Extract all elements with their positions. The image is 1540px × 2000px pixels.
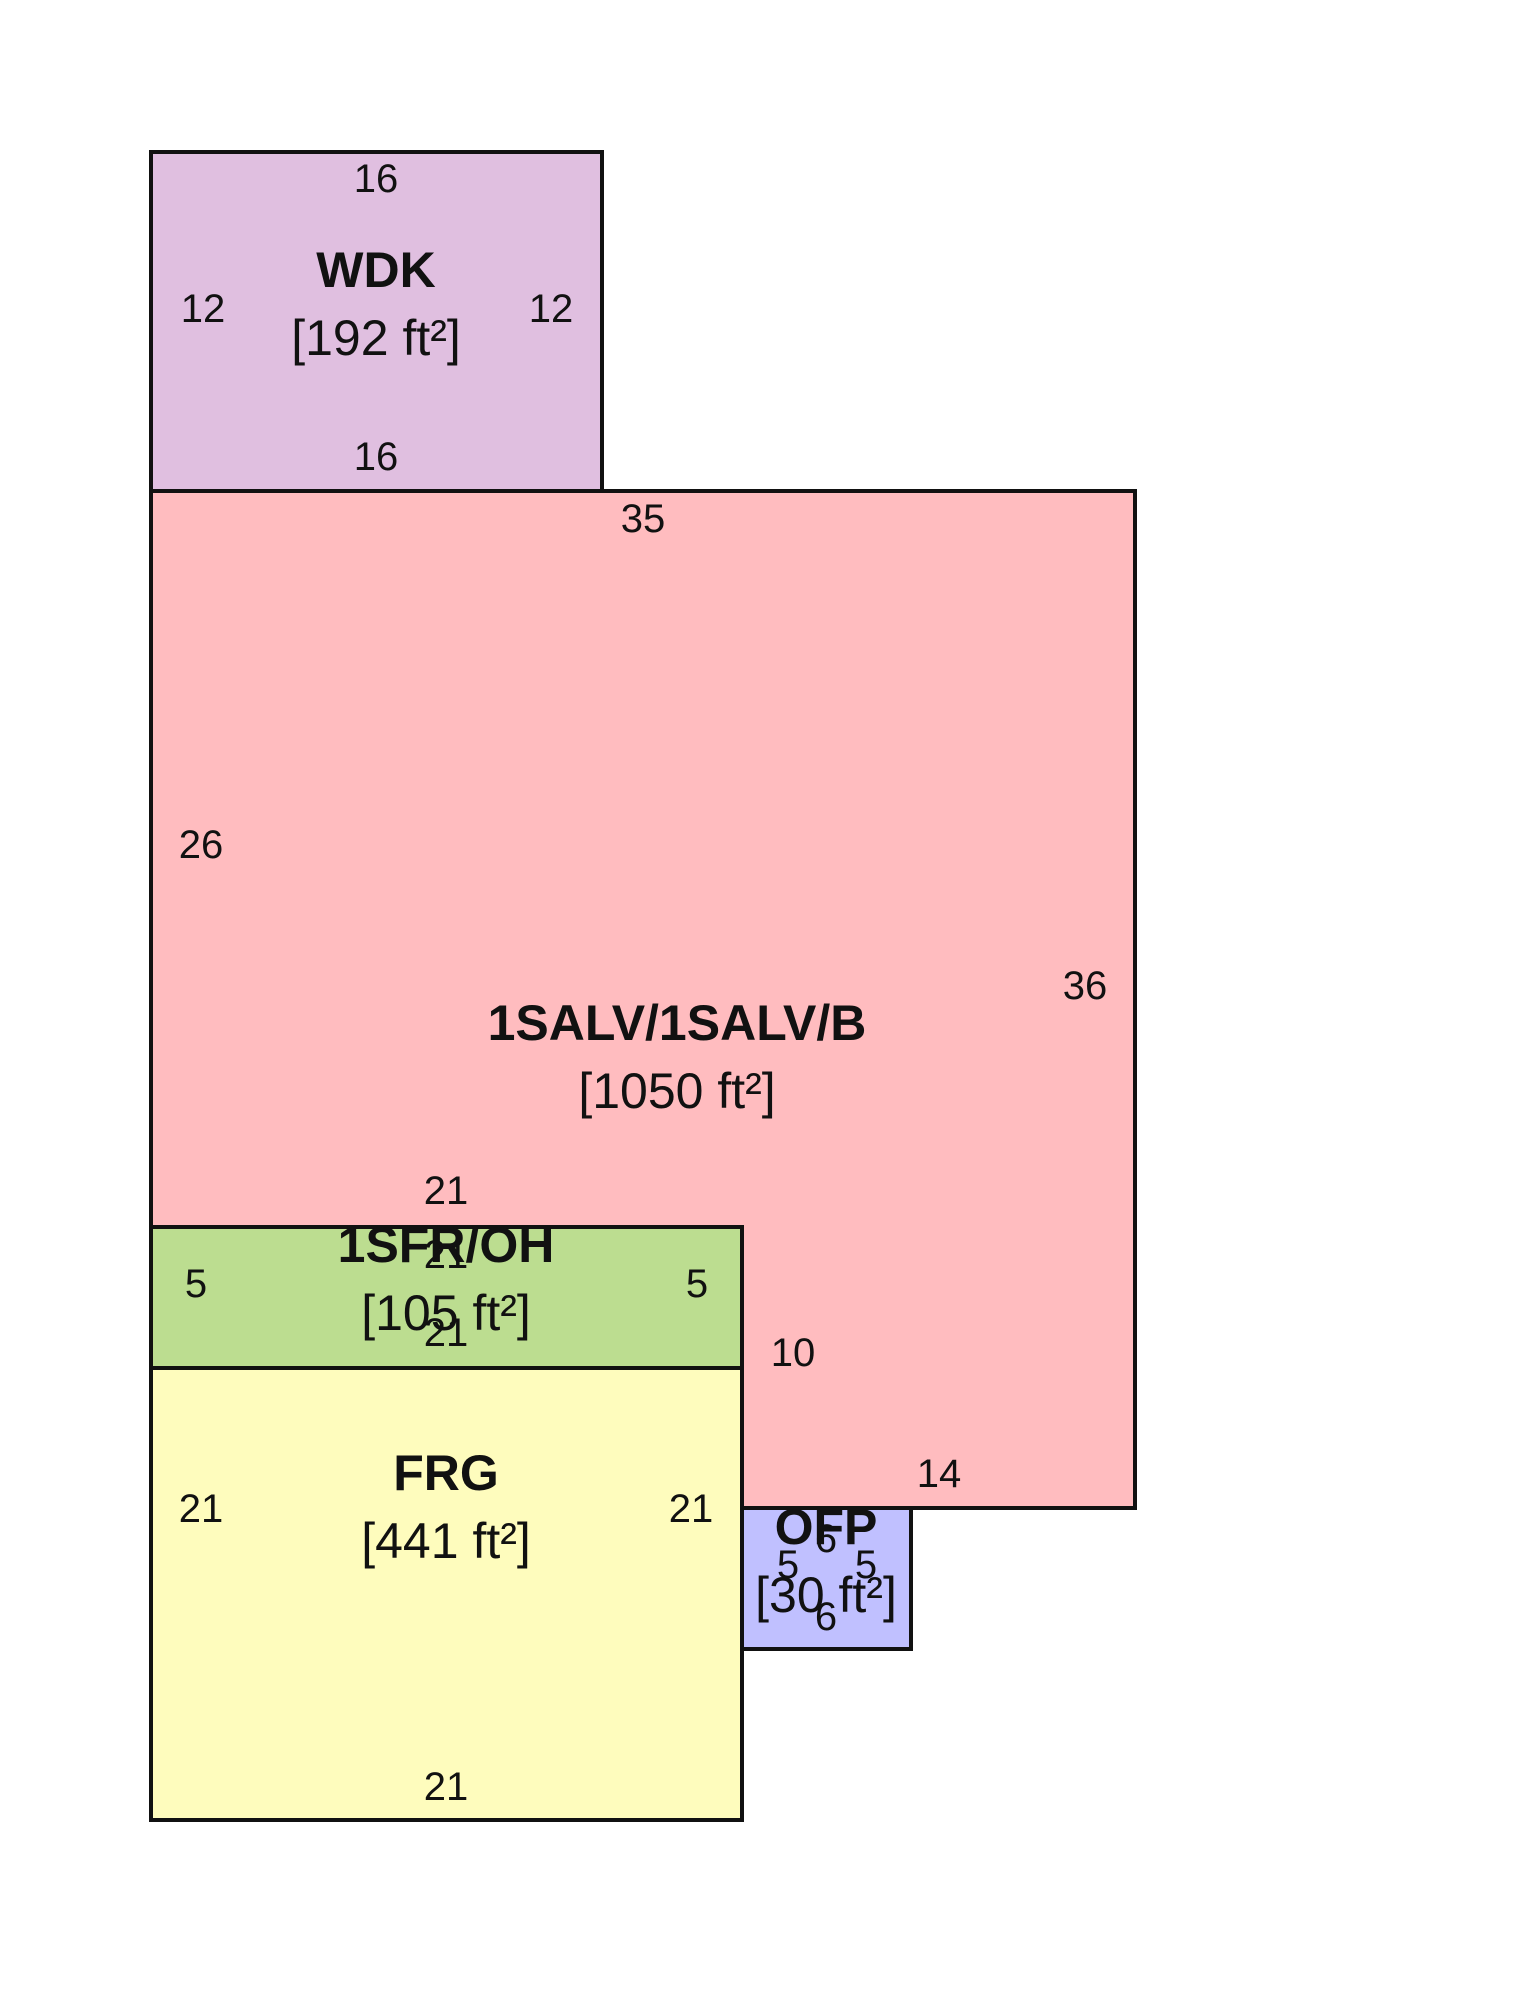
area-wdk-dim-top: 16 xyxy=(354,157,399,201)
area-frg-dim-right: 21 xyxy=(669,1487,714,1531)
area-sfr-dim-right: 5 xyxy=(686,1262,708,1306)
area-main-dim-top: 35 xyxy=(621,497,666,541)
area-ofp: OFP [30 ft²] 6 6 5 5 xyxy=(740,1499,913,1651)
area-frg-dim-left: 21 xyxy=(179,1487,224,1531)
area-sfr-dim-top: 21 xyxy=(424,1233,469,1277)
area-frg: FRG [441 ft²] 21 21 21 xyxy=(149,1366,744,1822)
area-main-dim-bottom: 14 xyxy=(917,1452,962,1496)
area-main: 1SALV/1SALV/B [1050 ft²] 35 26 36 21 10 … xyxy=(149,489,1137,1510)
area-main-dim-right: 36 xyxy=(1063,964,1108,1008)
area-wdk-shape xyxy=(149,150,604,493)
area-ofp-shape xyxy=(740,1506,913,1651)
area-wdk-name: WDK xyxy=(316,242,435,298)
area-sfr-dim-left: 5 xyxy=(185,1262,207,1306)
area-sfr-shape xyxy=(149,1225,744,1370)
area-sfr-name: 1SFR/OH xyxy=(338,1217,555,1273)
area-frg-shape xyxy=(149,1366,744,1822)
area-main-name: 1SALV/1SALV/B xyxy=(488,995,867,1051)
area-sfr: 1SFR/OH [105 ft²] 21 21 5 5 xyxy=(149,1217,744,1370)
area-main-dim-notch-side: 10 xyxy=(771,1331,816,1375)
area-ofp-dim-right: 5 xyxy=(855,1543,877,1587)
area-main-dim-left: 26 xyxy=(179,823,224,867)
area-frg-dim-bottom: 21 xyxy=(424,1765,469,1809)
area-ofp-name: OFP xyxy=(775,1499,878,1555)
area-ofp-size: [30 ft²] xyxy=(755,1567,897,1623)
area-main-dim-notch-top: 21 xyxy=(424,1169,469,1213)
area-wdk-dim-bottom: 16 xyxy=(354,435,399,479)
area-frg-name: FRG xyxy=(393,1445,499,1501)
area-sfr-dim-bottom: 21 xyxy=(424,1311,469,1355)
area-ofp-dim-left: 5 xyxy=(777,1543,799,1587)
area-sfr-size: [105 ft²] xyxy=(361,1285,531,1341)
area-frg-size: [441 ft²] xyxy=(361,1513,531,1569)
area-wdk-dim-right: 12 xyxy=(529,287,574,331)
area-ofp-dim-bottom: 6 xyxy=(815,1595,837,1639)
area-ofp-dim-top: 6 xyxy=(815,1517,837,1561)
area-main-size: [1050 ft²] xyxy=(578,1063,775,1119)
area-wdk: WDK [192 ft²] 16 16 12 12 xyxy=(149,150,604,493)
area-wdk-dim-left: 12 xyxy=(181,287,226,331)
area-wdk-size: [192 ft²] xyxy=(291,310,461,366)
